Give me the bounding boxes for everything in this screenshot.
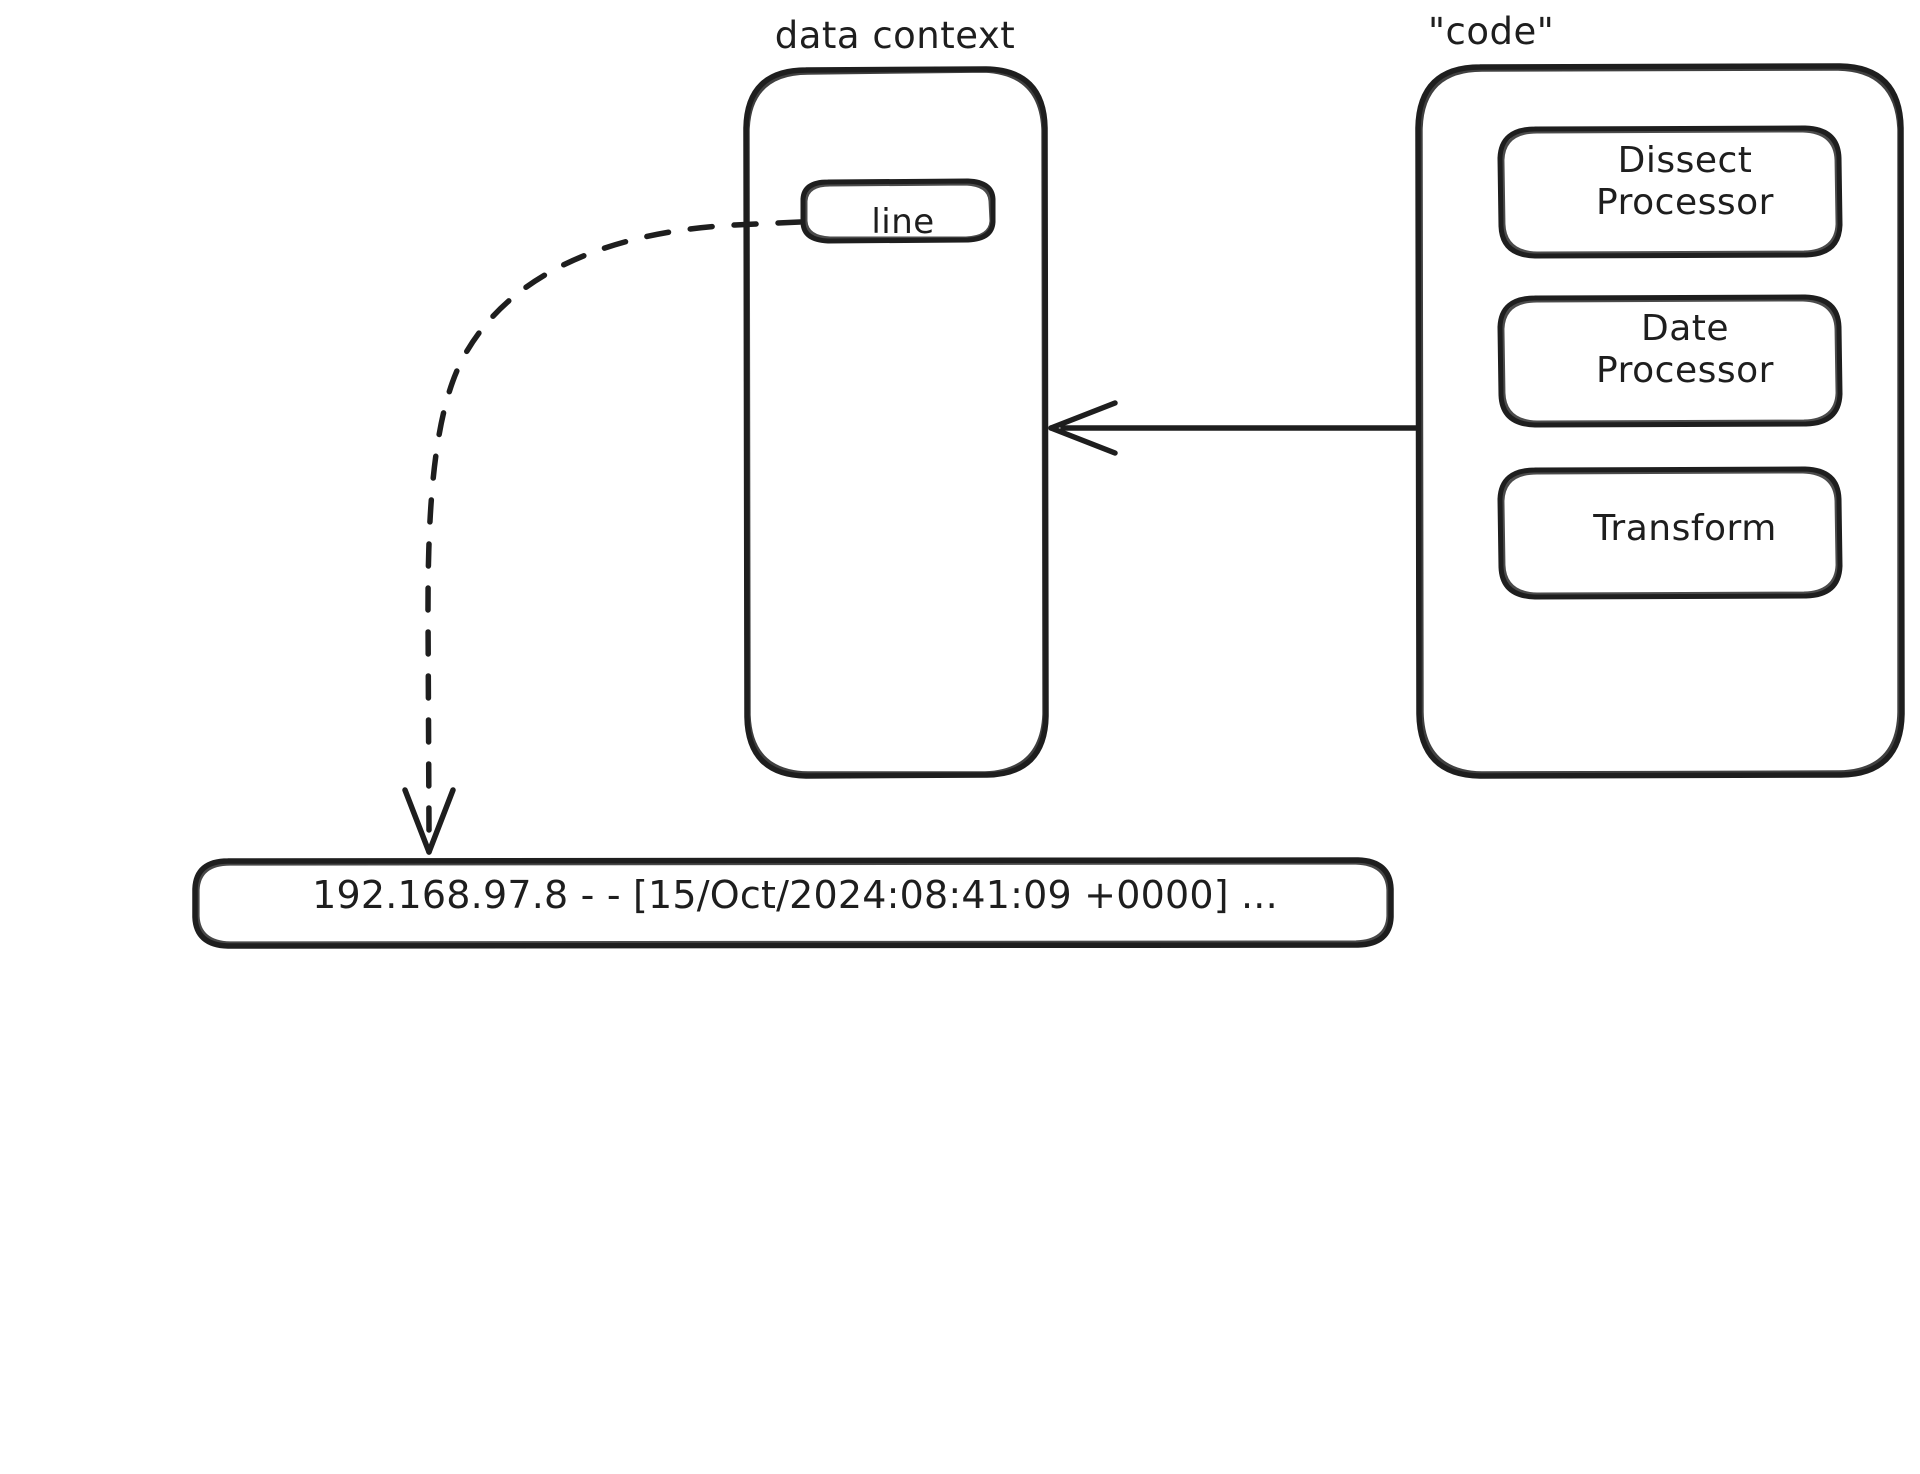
processor-box-transform[interactable] bbox=[1497, 466, 1843, 600]
code-caption: "code" bbox=[1428, 10, 1555, 53]
processor-label-line1: Dissect bbox=[1617, 140, 1753, 181]
processor-label-line1: Date bbox=[1640, 308, 1730, 349]
data-context-container[interactable] bbox=[743, 66, 1049, 779]
code-container[interactable] bbox=[1415, 63, 1905, 779]
processor-box-date-processor[interactable] bbox=[1497, 294, 1843, 428]
processor-label-transform: Transform bbox=[1593, 508, 1777, 549]
processor-box-dissect-processor[interactable] bbox=[1497, 125, 1843, 259]
log-line-box[interactable] bbox=[192, 857, 1394, 949]
connector-code-to-data-context bbox=[1048, 400, 1419, 456]
processor-label-line2: Processor bbox=[1596, 182, 1774, 224]
connector-line-to-log-line bbox=[402, 219, 803, 855]
field-box-line[interactable] bbox=[800, 178, 996, 244]
processor-label-line2: Processor bbox=[1596, 350, 1774, 392]
data-context-caption: data context bbox=[774, 14, 1016, 57]
field-label-line: line bbox=[871, 202, 935, 242]
log-line-text: 192.168.97.8 - - [15/Oct/2024:08:41:09 +… bbox=[312, 873, 1278, 917]
